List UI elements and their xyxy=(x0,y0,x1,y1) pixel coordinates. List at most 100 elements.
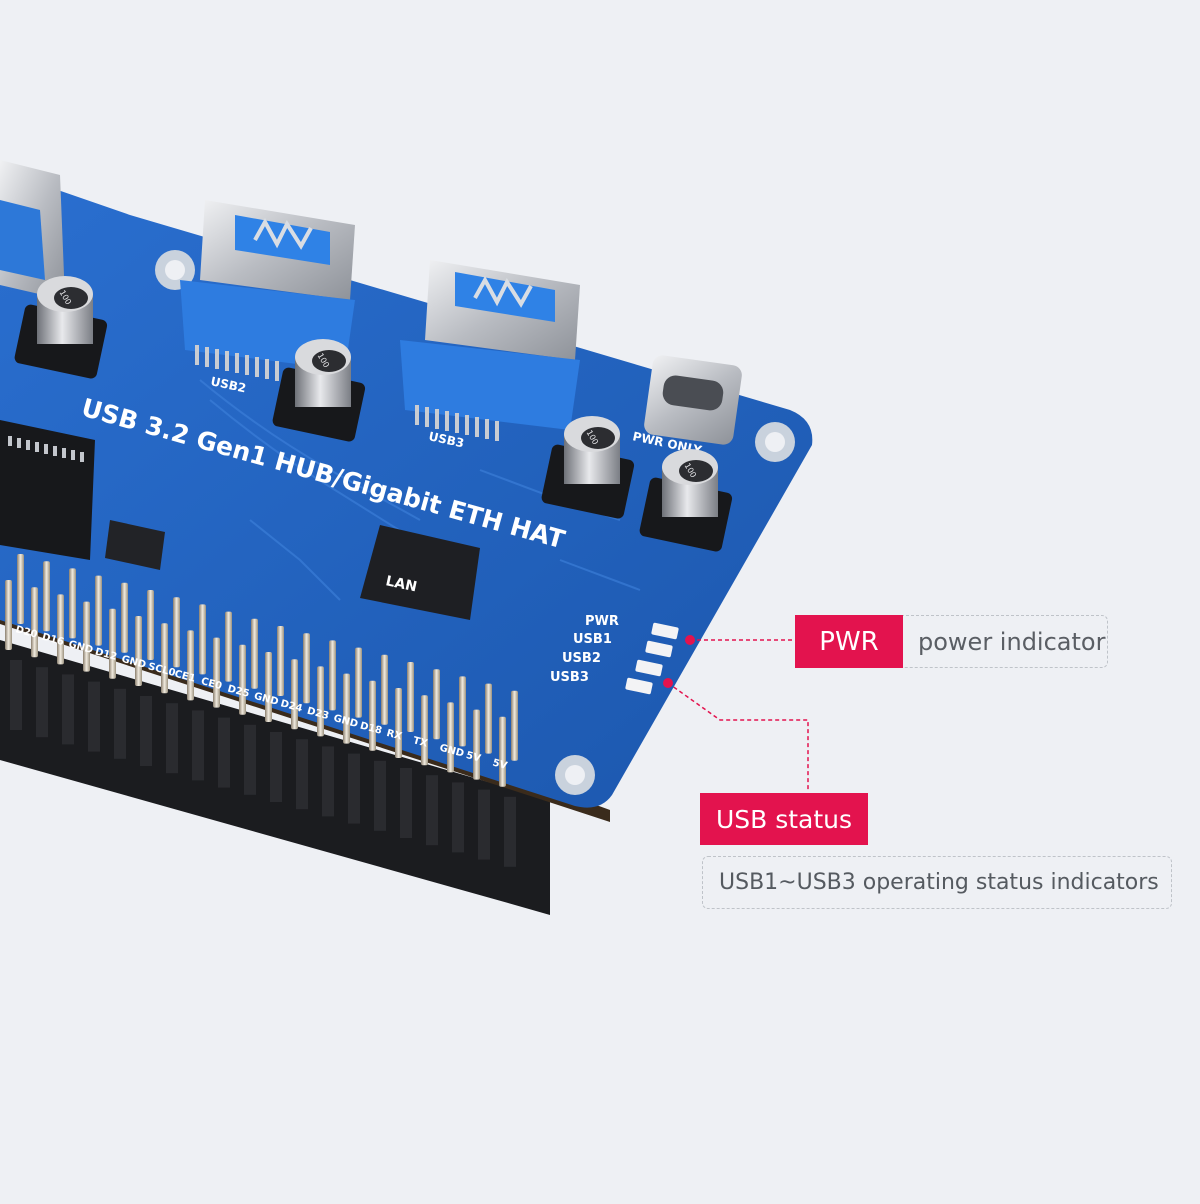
socket-slot xyxy=(114,688,126,759)
gpio-pin xyxy=(277,626,284,696)
gpio-pin-label: 5V xyxy=(491,757,508,771)
usb-leader-line xyxy=(667,682,809,790)
gpio-pin xyxy=(355,647,362,718)
led-pwr xyxy=(651,622,679,640)
gpio-pin xyxy=(395,688,402,758)
socket-slot xyxy=(400,768,412,838)
socket-slot xyxy=(244,724,256,795)
usb-leader-dot xyxy=(663,678,673,688)
socket-slot xyxy=(10,660,22,730)
socket-slot xyxy=(478,789,490,860)
socket-slot xyxy=(426,775,438,846)
gpio-pin xyxy=(369,680,376,751)
gpio-pin-label: CE1 xyxy=(173,669,196,685)
led-usb3 xyxy=(625,677,653,695)
socket-slot xyxy=(88,681,100,752)
gpio-pin xyxy=(343,673,350,744)
gpio-pin xyxy=(381,654,388,725)
gpio-pins xyxy=(5,554,518,787)
socket-slot xyxy=(504,796,516,867)
socket-slot xyxy=(348,753,360,824)
gpio-pin xyxy=(17,554,24,624)
gpio-pin xyxy=(57,594,64,665)
gpio-pin xyxy=(95,575,102,646)
gpio-pin xyxy=(303,633,310,704)
gpio-pin xyxy=(187,630,194,701)
gpio-pin xyxy=(199,604,206,675)
gpio-pin xyxy=(173,597,180,668)
gpio-pin-label: 5V xyxy=(465,750,482,764)
led-label-usb3: USB3 xyxy=(550,670,589,685)
capacitor: 100 xyxy=(14,276,108,379)
mounting-hole-3 xyxy=(555,755,595,795)
gpio-pin xyxy=(433,669,440,740)
chip-pin xyxy=(71,450,75,460)
mounting-hole-1 xyxy=(155,250,195,290)
chip-pin xyxy=(53,446,57,456)
gpio-pin xyxy=(447,702,454,773)
socket-slot xyxy=(36,667,48,738)
hub-chip: LAN xyxy=(360,525,480,620)
gpio-pin xyxy=(83,601,90,672)
usb3-port: USB3 xyxy=(400,260,580,450)
chip-pin xyxy=(17,438,21,448)
socket-slots xyxy=(10,660,516,867)
pwr-description: power indicator xyxy=(918,627,1106,656)
mounting-hole-2 xyxy=(755,422,795,462)
chip-pin xyxy=(44,444,48,454)
socket-slot xyxy=(166,703,178,774)
socket-slot xyxy=(270,732,282,802)
gpio-pin xyxy=(485,683,492,754)
gpio-pin xyxy=(499,716,506,787)
gpio-pin xyxy=(265,652,272,722)
pwr-leader-dot xyxy=(685,635,695,645)
socket-slot xyxy=(192,710,204,781)
usb-c-port: PWR ONLY xyxy=(631,355,742,458)
gpio-pin xyxy=(109,608,116,679)
gpio-pin xyxy=(43,561,50,632)
chip-pin xyxy=(26,440,30,450)
gpio-pin xyxy=(407,662,414,732)
pwr-tag-text: PWR xyxy=(819,626,879,657)
gpio-pin xyxy=(511,690,518,761)
socket-slot xyxy=(140,696,152,766)
gpio-pin xyxy=(69,568,76,639)
usb-callout-tag: USB status xyxy=(700,793,868,845)
gpio-pin-label: TX xyxy=(412,735,429,749)
gpio-pin xyxy=(213,637,220,708)
socket-slot xyxy=(62,674,74,745)
gpio-pin xyxy=(317,666,324,737)
usb-callout-box: USB1~USB3 operating status indicators xyxy=(702,856,1172,909)
led-usb1 xyxy=(645,640,673,658)
gpio-pin xyxy=(291,659,298,730)
socket-slot xyxy=(322,746,334,817)
led-usb2 xyxy=(635,659,663,677)
small-chip xyxy=(105,520,165,570)
gpio-pin xyxy=(31,587,38,658)
chip-pin xyxy=(8,436,12,446)
usb-tag-text: USB status xyxy=(715,804,853,834)
socket-slot xyxy=(452,782,464,853)
socket-slot xyxy=(218,717,230,788)
gpio-pin xyxy=(225,611,232,682)
gpio-pin xyxy=(421,695,428,766)
gpio-pin xyxy=(473,709,480,780)
gpio-pin xyxy=(5,580,12,650)
socket-slot xyxy=(296,739,308,810)
chip-label: LAN xyxy=(384,573,418,595)
pwr-callout-tag: PWR xyxy=(795,615,903,668)
gpio-pin xyxy=(135,616,142,686)
gpio-pin xyxy=(239,644,246,715)
gpio-pin xyxy=(329,640,336,711)
capacitor: 100 xyxy=(541,416,635,519)
gpio-pin xyxy=(251,618,258,689)
capacitor: 100 xyxy=(639,449,733,552)
chip-pin xyxy=(80,452,84,462)
gpio-pin xyxy=(161,623,168,694)
gpio-pin xyxy=(121,582,128,653)
chip-pin xyxy=(62,448,66,458)
ethernet-chip xyxy=(0,420,95,560)
